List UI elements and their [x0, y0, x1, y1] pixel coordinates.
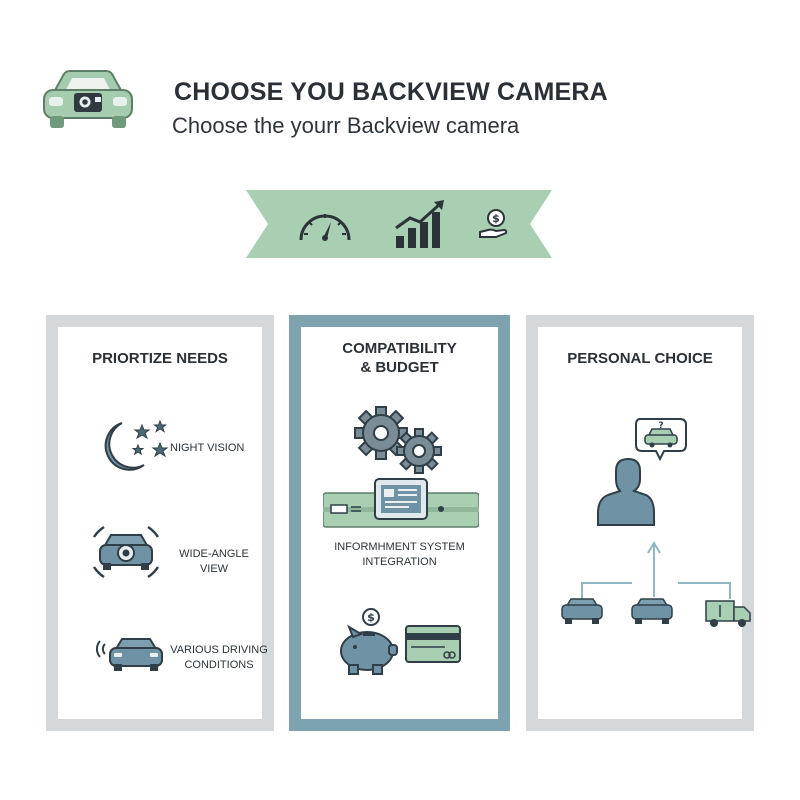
truck-option [705, 600, 751, 627]
car-option-2 [631, 598, 673, 624]
vehicle-options-icon [556, 533, 756, 642]
panel-title: COMPATIBILITY & BUDGET [342, 340, 457, 376]
person-thinking-car-icon: ? [596, 415, 700, 532]
item-label-driving-conditions: VARIOUS DRIVING CONDITIONS [170, 644, 268, 671]
wide-angle-car-icon [84, 523, 168, 586]
svg-text:?: ? [658, 421, 663, 431]
item-label-wide-angle: WIDE-ANGLE VIEW [179, 548, 249, 575]
gears-icon [353, 405, 449, 482]
svg-text:$: $ [367, 611, 375, 624]
car-camera-icon [40, 68, 136, 132]
dashboard-screen-icon [322, 477, 480, 538]
svg-text:$: $ [492, 212, 500, 225]
car-option-1 [561, 598, 603, 624]
moon-stars-icon [94, 419, 174, 484]
item-label-system-integration: INFORMHMENT SYSTEM INTEGRATION [334, 541, 465, 568]
panel-prioritize-needs: PRIORTIZE NEEDS NIGHT VISION WIDE-ANGLE [46, 315, 274, 731]
credit-card-icon [405, 625, 461, 670]
panel-compatibility-budget: COMPATIBILITY & BUDGET [289, 315, 510, 731]
page-subtitle: Choose the yourr Backview camera [172, 113, 520, 138]
panel-title: PERSONAL CHOICE [567, 350, 713, 367]
page-title: CHOOSE YOU BACKVIEW CAMERA [174, 78, 608, 106]
icon-banner: $ [246, 190, 552, 258]
car-sensor-icon [94, 633, 166, 680]
piggy-bank-icon: $ [335, 607, 403, 682]
item-label-night-vision: NIGHT VISION [170, 442, 245, 454]
panel-title: PRIORTIZE NEEDS [92, 350, 228, 367]
panel-personal-choice: PERSONAL CHOICE ? [526, 315, 754, 731]
